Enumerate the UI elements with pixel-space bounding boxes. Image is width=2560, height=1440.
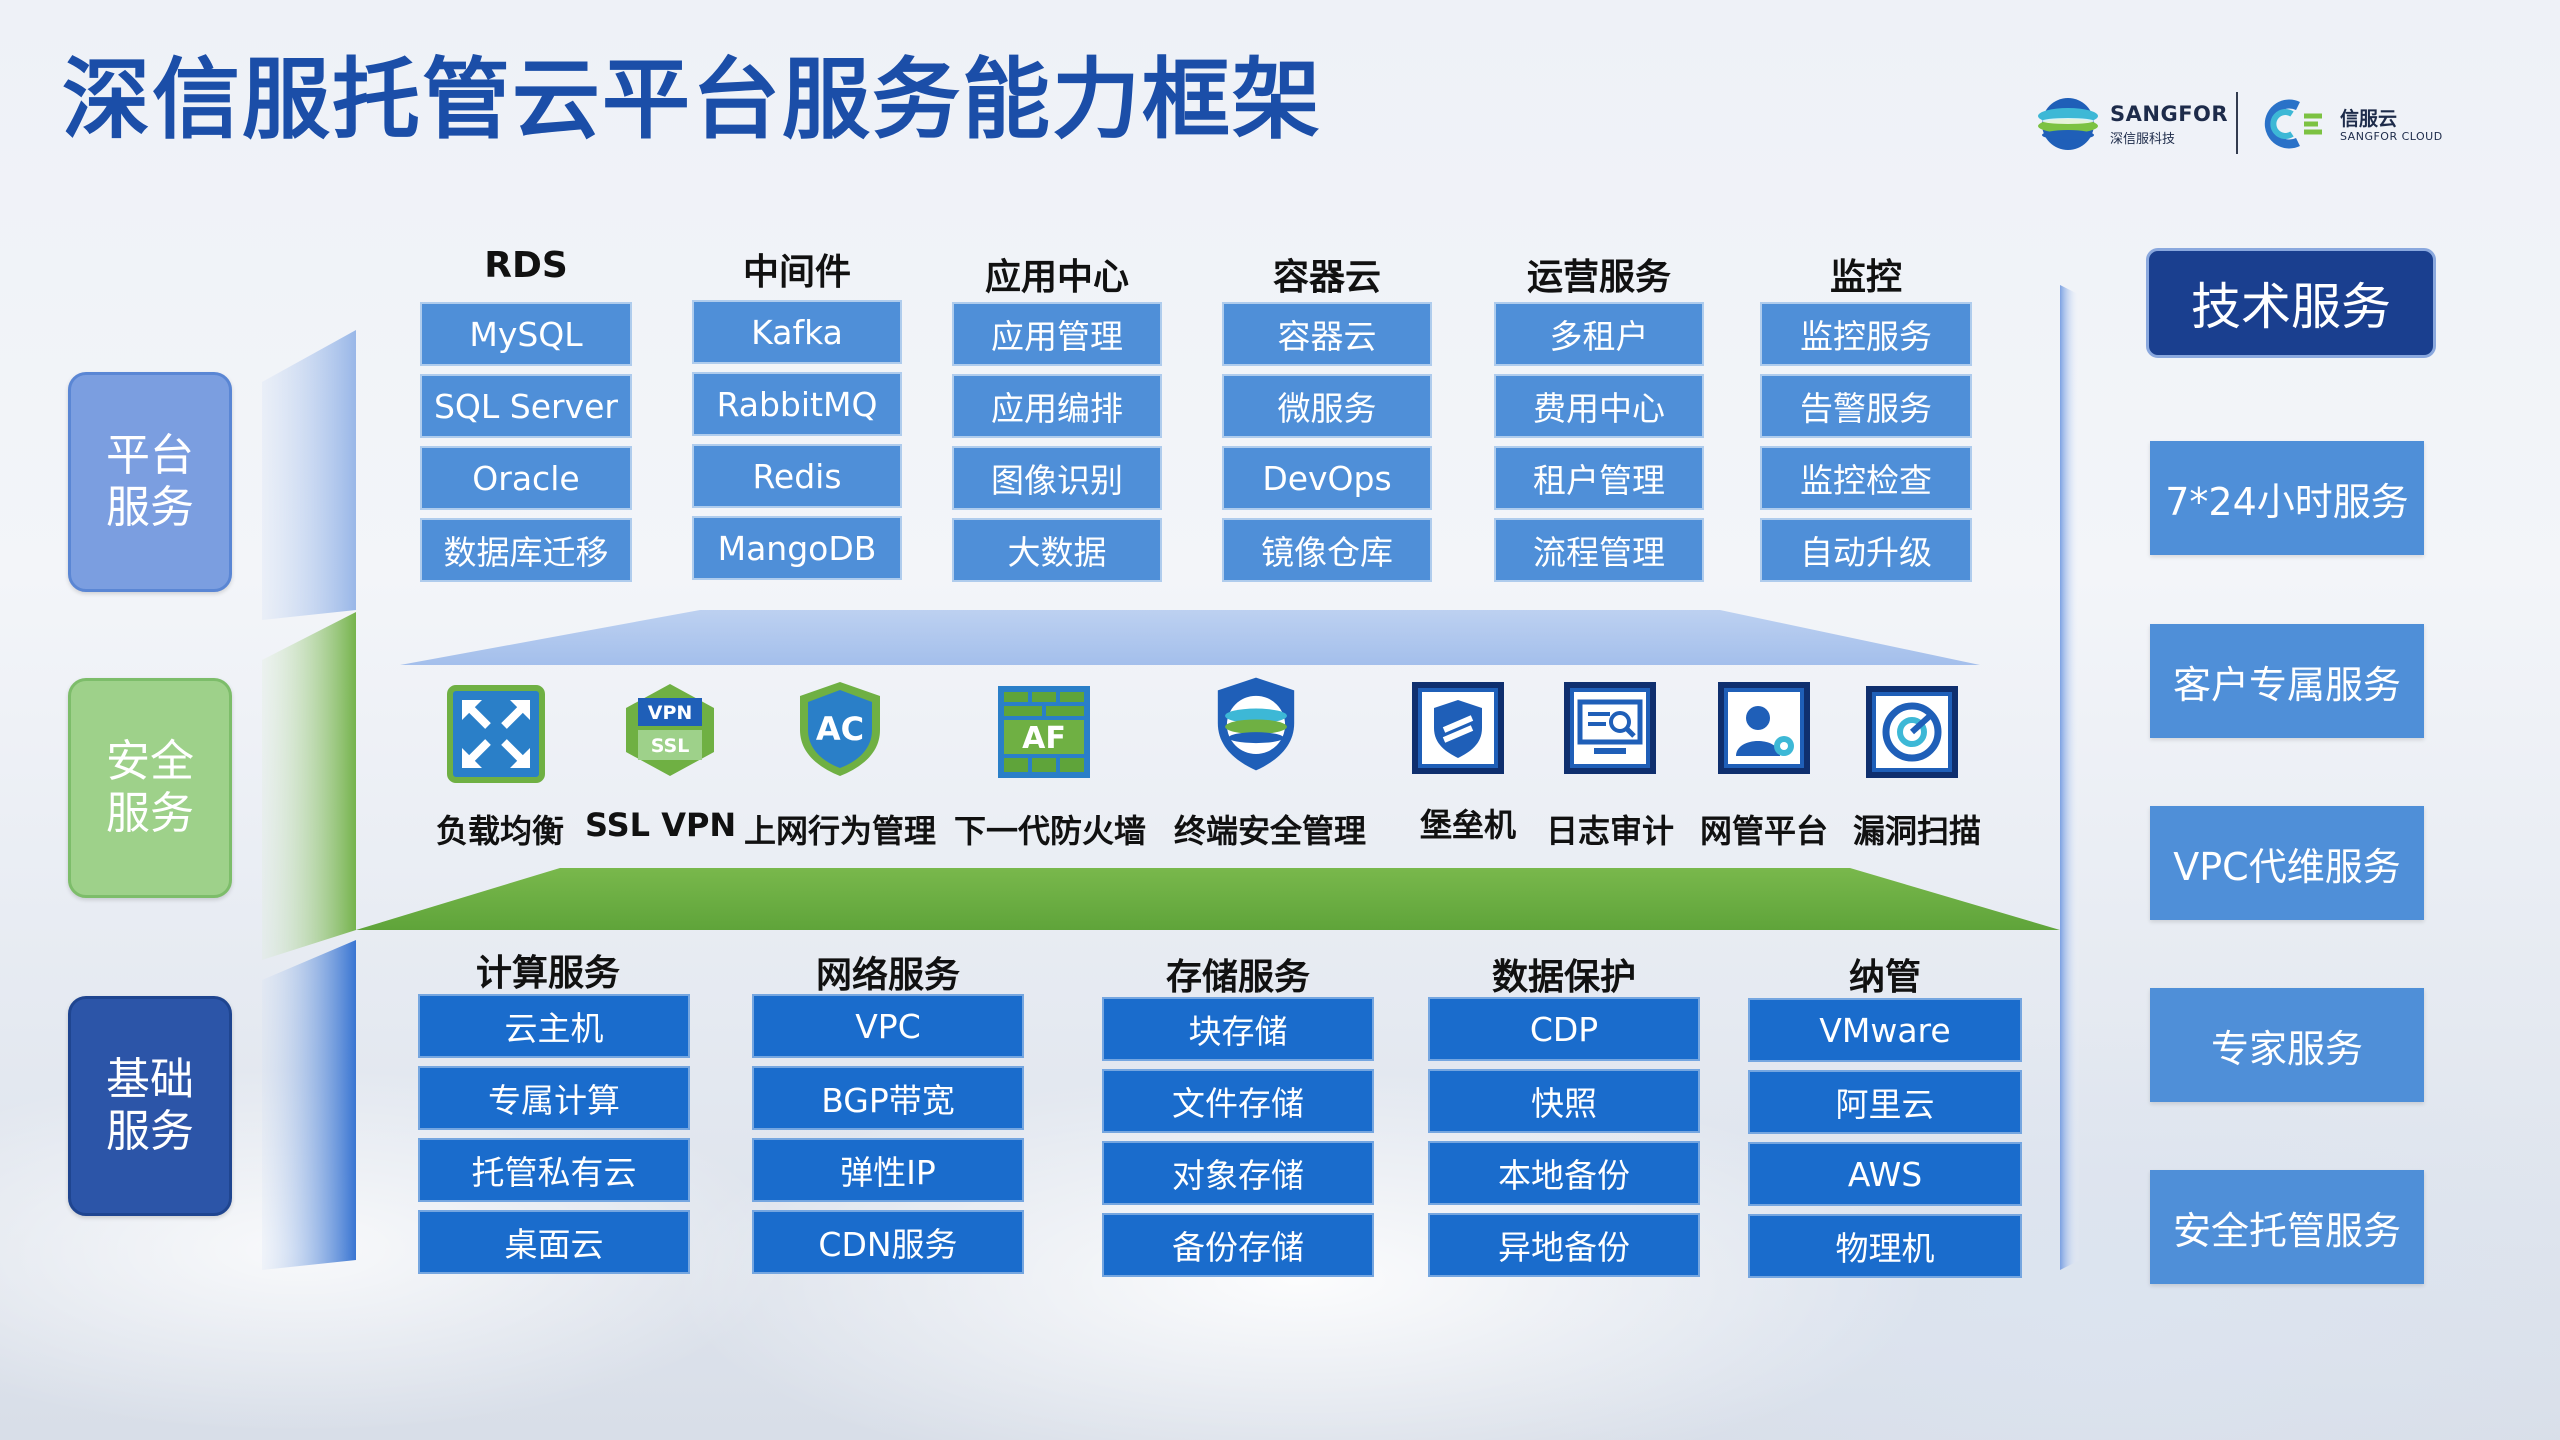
firewall-icon[interactable]: AF xyxy=(994,682,1094,782)
platform-cell[interactable]: SQL Server xyxy=(420,374,632,438)
platform-col-header-container-cloud: 容器云 xyxy=(1272,257,1381,298)
sangfor-globe-icon xyxy=(2038,98,2098,150)
infra-cell[interactable]: 物理机 xyxy=(1748,1214,2022,1278)
security-label: 漏洞扫描 xyxy=(1852,812,1981,850)
security-label: 日志审计 xyxy=(1545,812,1674,850)
platform-col-header-middleware: 中间件 xyxy=(742,252,851,293)
platform-cell[interactable]: 费用中心 xyxy=(1494,374,1704,438)
platform-cell[interactable]: 镜像仓库 xyxy=(1222,518,1432,582)
infra-cell[interactable]: 阿里云 xyxy=(1748,1070,2022,1134)
ac-shield-icon[interactable]: AC xyxy=(790,678,890,778)
platform-col-header-monitoring: 监控 xyxy=(1829,257,1902,298)
infra-cell[interactable]: 块存储 xyxy=(1102,997,1374,1061)
security-label: 下一代防火墙 xyxy=(953,812,1146,850)
category-security-services: 安全 服务 xyxy=(68,678,232,898)
platform-cell[interactable]: MySQL xyxy=(420,302,632,366)
category-platform-services: 平台 服务 xyxy=(68,372,232,592)
security-label: 堡垒机 xyxy=(1419,806,1516,844)
sangfor-cloud-logo: 信服云 SANGFOR CLOUD xyxy=(2258,92,2458,156)
load-balance-icon[interactable] xyxy=(446,684,546,784)
platform-cell[interactable]: MangoDB xyxy=(692,516,902,580)
sangfor-logo-sub: 深信服科技 xyxy=(2110,132,2176,147)
infra-cell[interactable]: BGP带宽 xyxy=(752,1066,1024,1130)
infra-cell[interactable]: CDP xyxy=(1428,997,1700,1061)
platform-cell[interactable]: 数据库迁移 xyxy=(420,518,632,582)
infra-col-header-compute: 计算服务 xyxy=(475,953,620,994)
infra-cell[interactable]: 桌面云 xyxy=(418,1210,690,1274)
security-label: 网管平台 xyxy=(1699,812,1828,850)
platform-cell[interactable]: 微服务 xyxy=(1222,374,1432,438)
platform-cell[interactable]: Oracle xyxy=(420,446,632,510)
platform-cell[interactable]: DevOps xyxy=(1222,446,1432,510)
tech-service-item[interactable]: 7*24小时服务 xyxy=(2150,441,2424,555)
tech-service-item[interactable]: VPC代维服务 xyxy=(2150,806,2424,920)
infra-cell[interactable]: 托管私有云 xyxy=(418,1138,690,1202)
infra-col-header-data-protection: 数据保护 xyxy=(1491,957,1636,998)
tech-service-item[interactable]: 安全托管服务 xyxy=(2150,1170,2424,1284)
platform-cell[interactable]: 自动升级 xyxy=(1760,518,1972,582)
vpn-icon-text: VPN xyxy=(648,702,693,724)
platform-cell[interactable]: 监控服务 xyxy=(1760,302,1972,366)
platform-cell[interactable]: Redis xyxy=(692,444,902,508)
platform-col-header-operations: 运营服务 xyxy=(1526,257,1671,298)
ac-icon-text: AC xyxy=(816,710,864,748)
infra-cell[interactable]: 专属计算 xyxy=(418,1066,690,1130)
logo-divider xyxy=(2236,92,2238,154)
bastion-host-icon[interactable] xyxy=(1408,678,1508,778)
log-audit-icon[interactable] xyxy=(1560,678,1660,778)
platform-cell[interactable]: 应用编排 xyxy=(952,374,1162,438)
infra-cell[interactable]: 云主机 xyxy=(418,994,690,1058)
platform-cell[interactable]: 多租户 xyxy=(1494,302,1704,366)
security-label: 终端安全管理 xyxy=(1173,812,1366,850)
security-label: 负载均衡 xyxy=(435,812,564,850)
platform-cell[interactable]: RabbitMQ xyxy=(692,372,902,436)
security-label: 上网行为管理 xyxy=(743,812,936,850)
security-label: SSL VPN xyxy=(585,806,737,844)
network-management-icon[interactable] xyxy=(1714,678,1814,778)
sangfor-logo: SANGFOR 深信服科技 xyxy=(2036,92,2236,156)
platform-col-header-rds: RDS xyxy=(484,245,568,286)
platform-cell[interactable]: 告警服务 xyxy=(1760,374,1972,438)
infra-cell[interactable]: 本地备份 xyxy=(1428,1141,1700,1205)
infra-cell[interactable]: AWS xyxy=(1748,1142,2022,1206)
platform-cell[interactable]: 大数据 xyxy=(952,518,1162,582)
tech-services-title: 技术服务 xyxy=(2146,248,2436,358)
category-infrastructure-services: 基础 服务 xyxy=(68,996,232,1216)
tech-service-item[interactable]: 专家服务 xyxy=(2150,988,2424,1102)
cloud-logo-name: 信服云 xyxy=(2340,108,2398,130)
platform-cell[interactable]: Kafka xyxy=(692,300,902,364)
af-icon-text: AF xyxy=(1022,721,1066,756)
infra-cell[interactable]: 快照 xyxy=(1428,1069,1700,1133)
sangfor-logo-name: SANGFOR xyxy=(2110,102,2229,126)
infra-cell[interactable]: VMware xyxy=(1748,998,2022,1062)
endpoint-security-icon[interactable] xyxy=(1206,674,1306,774)
platform-cell[interactable]: 容器云 xyxy=(1222,302,1432,366)
tech-service-item[interactable]: 客户专属服务 xyxy=(2150,624,2424,738)
platform-cell[interactable]: 应用管理 xyxy=(952,302,1162,366)
cloud-logo-icon xyxy=(2264,99,2322,149)
page-title: 深信服托管云平台服务能力框架 xyxy=(62,48,1323,151)
infra-col-header-storage: 存储服务 xyxy=(1165,957,1310,998)
ssl-icon-text: SSL xyxy=(651,735,690,757)
ssl-vpn-icon[interactable]: VPN SSL xyxy=(620,680,720,780)
platform-cell[interactable]: 监控检查 xyxy=(1760,446,1972,510)
infra-col-header-management: 纳管 xyxy=(1848,957,1921,998)
infra-col-header-network: 网络服务 xyxy=(815,955,960,996)
platform-cell[interactable]: 租户管理 xyxy=(1494,446,1704,510)
vulnerability-scan-icon[interactable] xyxy=(1862,682,1962,782)
infra-cell[interactable]: 异地备份 xyxy=(1428,1213,1700,1277)
infra-cell[interactable]: CDN服务 xyxy=(752,1210,1024,1274)
infra-cell[interactable]: 对象存储 xyxy=(1102,1141,1374,1205)
cloud-logo-sub: SANGFOR CLOUD xyxy=(2340,130,2443,143)
platform-col-header-app-center: 应用中心 xyxy=(984,257,1129,298)
platform-cell[interactable]: 图像识别 xyxy=(952,446,1162,510)
infra-cell[interactable]: 备份存储 xyxy=(1102,1213,1374,1277)
platform-cell[interactable]: 流程管理 xyxy=(1494,518,1704,582)
infra-cell[interactable]: VPC xyxy=(752,994,1024,1058)
infra-cell[interactable]: 弹性IP xyxy=(752,1138,1024,1202)
infra-cell[interactable]: 文件存储 xyxy=(1102,1069,1374,1133)
